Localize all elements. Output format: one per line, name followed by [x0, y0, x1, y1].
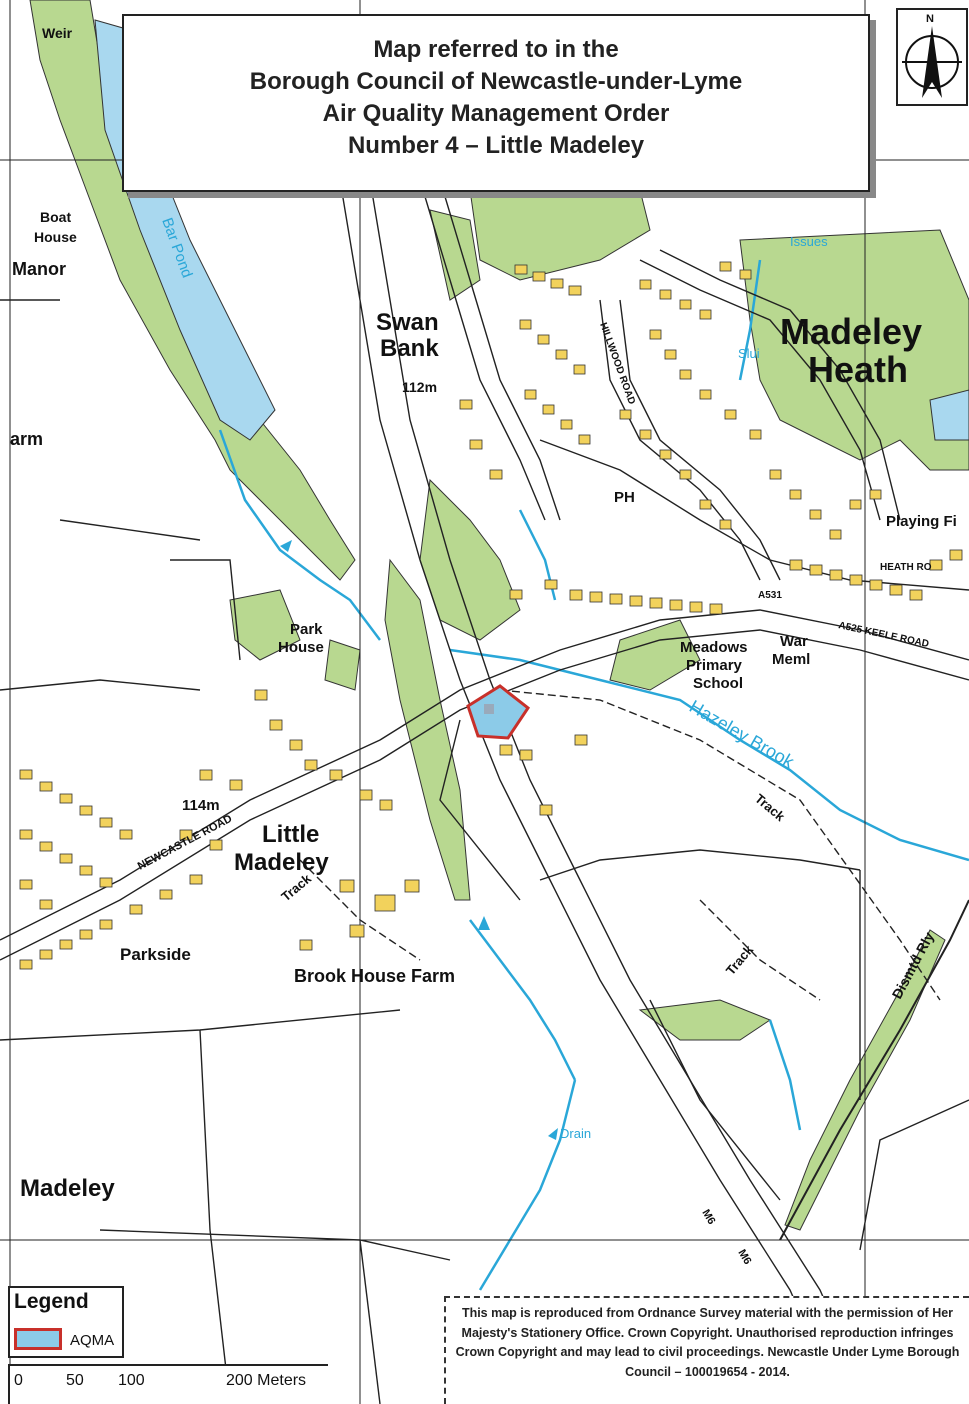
label-weir: Weir — [42, 25, 73, 41]
legend: Legend AQMA — [8, 1286, 124, 1358]
label-drain: Drain — [560, 1126, 591, 1141]
flow-arrow-icon — [548, 1128, 558, 1140]
scale-bar: 0 50 100 200 Meters — [8, 1364, 328, 1404]
label-boat: Boat — [40, 209, 71, 225]
label-manor: Manor — [12, 259, 66, 279]
label-boat-house: House — [34, 229, 77, 245]
label-playing-field: Playing Fi — [886, 513, 957, 530]
label-arm: arm — [10, 429, 43, 449]
label-school: School — [693, 675, 743, 692]
legend-aqma-swatch — [14, 1328, 62, 1350]
label-sluice: Slui — [738, 346, 760, 361]
label-meadows: Meadows — [680, 639, 748, 656]
roads — [0, 179, 969, 1404]
north-label: N — [926, 13, 934, 25]
label-war: War — [780, 633, 808, 650]
scale-tick-100: 100 — [118, 1372, 145, 1389]
map-title-box: Map referred to in the Borough Council o… — [122, 14, 870, 192]
label-heath-road: HEATH RO — [880, 562, 932, 573]
streams — [218, 259, 969, 1291]
flow-arrow-icon — [280, 540, 292, 552]
scale-tick-200: 200 Meters — [226, 1372, 307, 1389]
label-little: Little — [262, 821, 319, 848]
label-spot-114: 114m — [182, 797, 220, 814]
label-park-house: House — [278, 639, 324, 656]
scale-tick-0: 0 — [14, 1372, 23, 1389]
label-ph: PH — [614, 489, 635, 506]
label-brook-house-farm: Brook House Farm — [294, 966, 455, 986]
label-park: Park — [290, 621, 323, 638]
legend-title: Legend — [14, 1290, 89, 1313]
label-madeley-heath-1: Madeley — [780, 311, 922, 352]
label-issues: Issues — [790, 234, 828, 249]
copyright-notice: This map is reproduced from Ordnance Sur… — [444, 1296, 969, 1404]
flow-arrow-icon — [478, 916, 490, 930]
scale-tick-50: 50 — [66, 1372, 84, 1389]
label-spot-112: 112m — [402, 379, 437, 395]
label-swan: Swan — [376, 309, 439, 336]
map-title-line-3: Air Quality Management Order — [322, 100, 670, 127]
label-little-madeley: Madeley — [234, 849, 329, 876]
north-arrow-icon: N — [902, 13, 962, 98]
aqma-area — [466, 684, 531, 740]
north-arrow: N — [896, 8, 968, 106]
label-a531: A531 — [758, 590, 782, 601]
map-title-line-1: Map referred to in the — [373, 36, 619, 63]
label-parkside: Parkside — [120, 945, 191, 964]
label-meml: Meml — [772, 651, 810, 668]
stream-arrows — [280, 540, 558, 1140]
label-primary: Primary — [686, 657, 743, 674]
map-title-line-2: Borough Council of Newcastle-under-Lyme — [249, 68, 743, 95]
label-madeley-heath-2: Heath — [808, 349, 908, 390]
legend-aqma-label: AQMA — [70, 1332, 115, 1349]
label-bank: Bank — [380, 335, 439, 362]
label-madeley: Madeley — [20, 1175, 115, 1202]
buildings — [19, 261, 963, 970]
copyright-text: This map is reproduced from Ordnance Sur… — [455, 1306, 960, 1379]
map-title-line-4: Number 4 – Little Madeley — [347, 132, 645, 159]
